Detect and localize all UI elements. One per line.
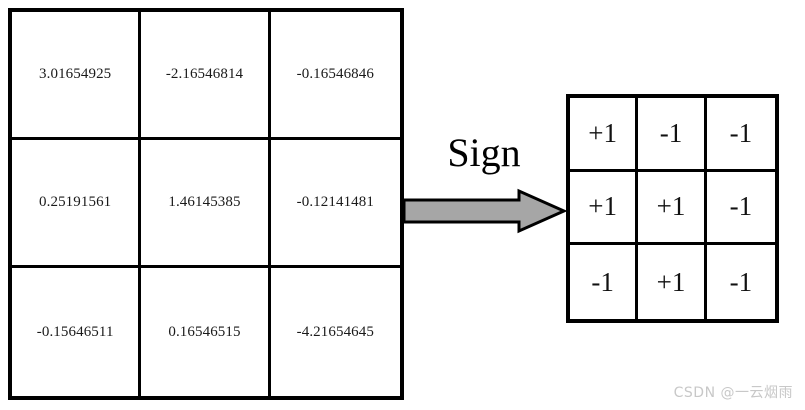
csdn-watermark: CSDN @一云烟雨 — [673, 385, 793, 401]
input-cell-r3c1: -0.15646511 — [12, 268, 142, 396]
output-cell-r3c2: +1 — [638, 245, 707, 319]
output-cell-r1c2: -1 — [638, 98, 707, 172]
output-cell-r3c3: -1 — [729, 266, 753, 297]
input-cell-r1c3: -0.16546846 — [270, 12, 400, 140]
input-cell-r2c2: 1.46145385 — [141, 140, 271, 268]
output-cell-r1c3: -1 — [706, 98, 775, 172]
input-cell-r3c3: -4.21654645 — [296, 323, 374, 340]
output-cell-r3c1: -1 — [570, 245, 639, 319]
output-cell-r1c1: +1 — [570, 98, 639, 172]
output-cell-r2c1: +1 — [570, 171, 639, 246]
output-cell-r2c3: -1 — [706, 172, 775, 246]
input-float-matrix: 3.01654925 -2.16546814 -0.16546846 0.251… — [8, 8, 404, 400]
output-sign-matrix: +1 -1 -1 +1 +1 -1 -1 +1 -1 — [566, 94, 779, 323]
input-cell-r1c2: -2.16546814 — [141, 12, 271, 140]
input-cell-r2c3: -0.12141481 — [270, 140, 400, 268]
sign-operation-label: Sign — [447, 130, 521, 175]
right-block-arrow-icon — [401, 188, 567, 234]
input-cell-r1c1: 3.01654925 — [12, 12, 142, 140]
output-cell-r2c2: +1 — [638, 171, 707, 246]
input-cell-r3c2: 0.16546515 — [141, 268, 271, 396]
input-cell-r2c1: 0.25191561 — [12, 140, 142, 268]
